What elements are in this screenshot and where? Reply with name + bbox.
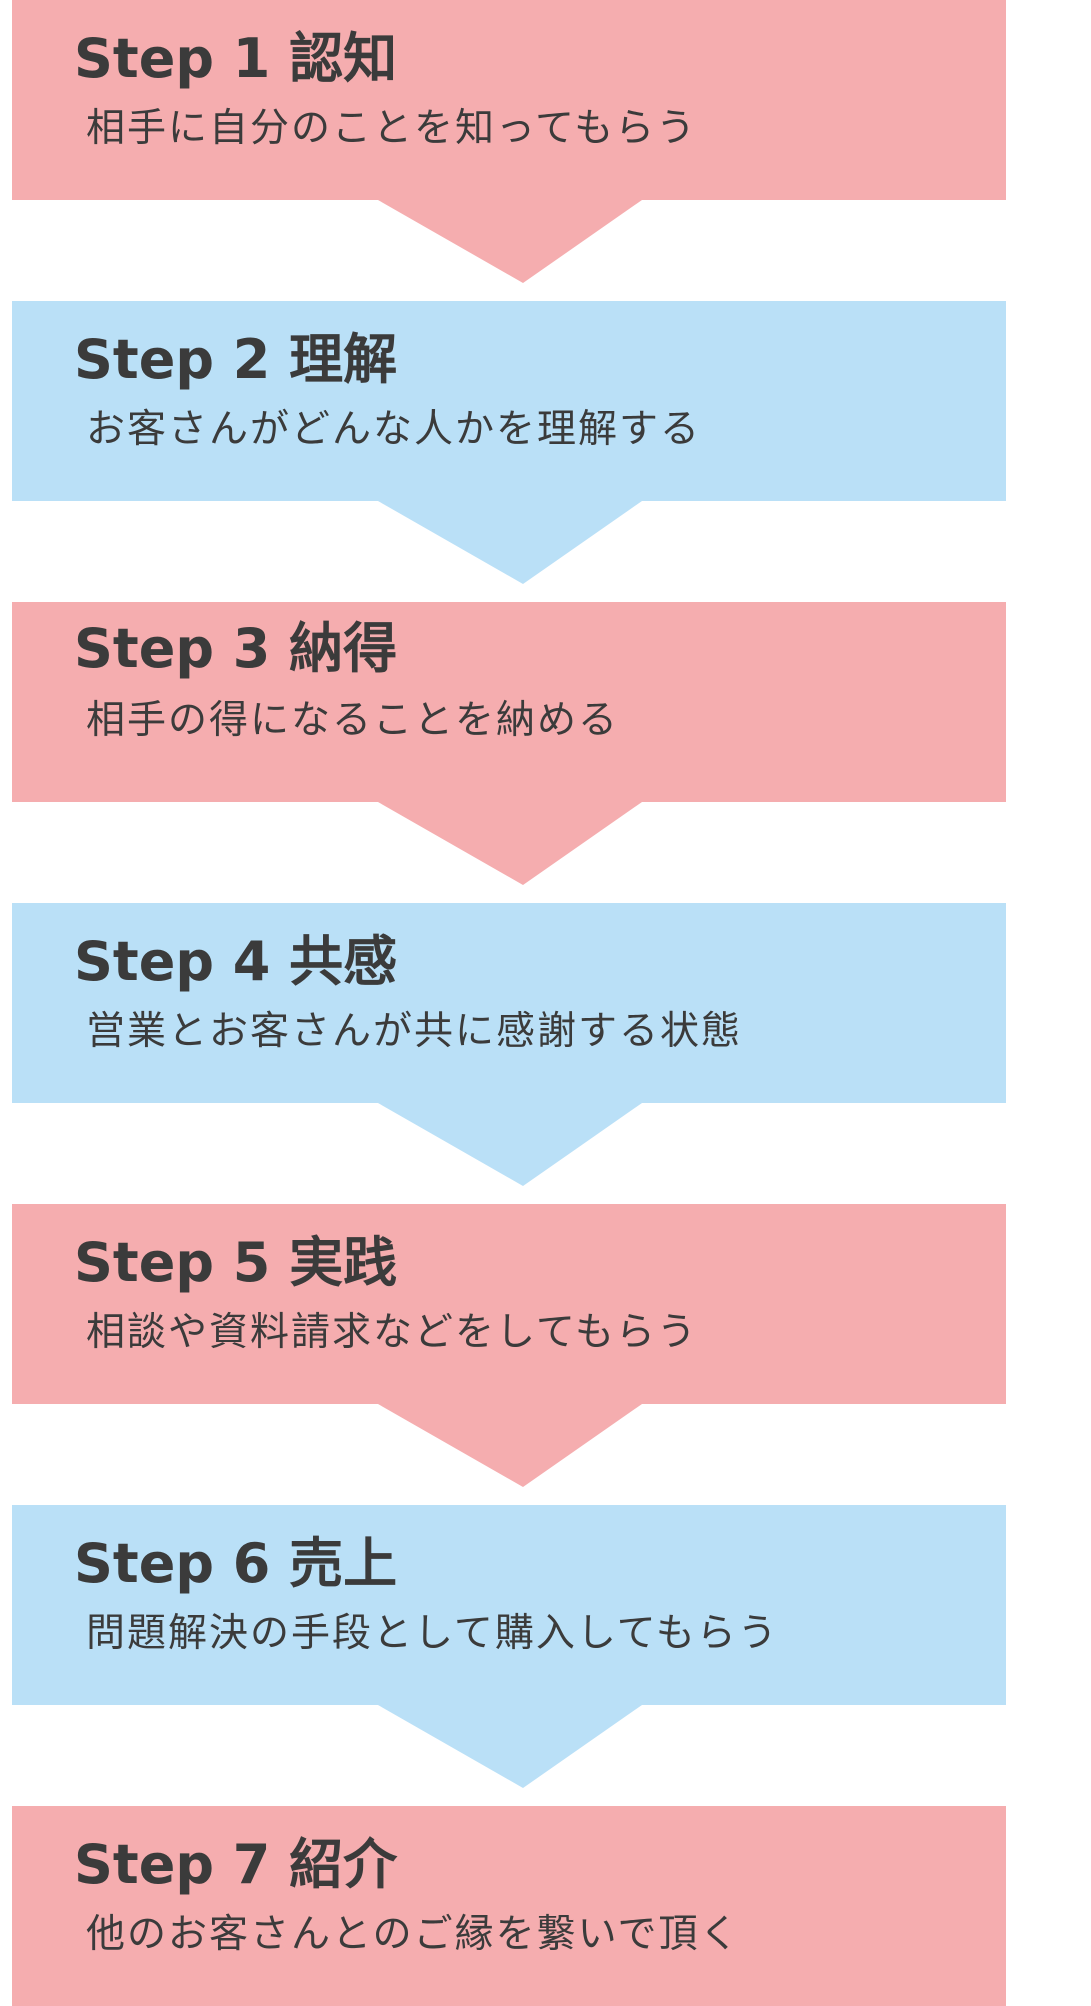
step-2-description: お客さんがどんな人かを理解する: [86, 407, 702, 452]
step-5: Step 5 実践 相談や資料請求などをしてもらう: [12, 1204, 1006, 1489]
step-2-arrow-box: [12, 301, 1006, 584]
step-5-title: Step 5 実践: [74, 1231, 398, 1294]
step-1-arrow-box: [12, 0, 1006, 283]
step-4-title: Step 4 共感: [74, 930, 398, 993]
step-7-title: Step 7 紹介: [74, 1833, 398, 1896]
step-6-arrow-box: [12, 1505, 1006, 1788]
step-2: Step 2 理解 お客さんがどんな人かを理解する: [12, 301, 1006, 586]
step-6: Step 6 売上 問題解決の手段として購入してもらう: [12, 1505, 1006, 1790]
step-7-description: 他のお客さんとのご縁を繋いで頂く: [86, 1912, 741, 1957]
step-7-box: [12, 1806, 1006, 2006]
step-6-description: 問題解決の手段として購入してもらう: [86, 1611, 779, 1656]
step-1-description: 相手に自分のことを知ってもらう: [86, 106, 698, 151]
step-5-arrow-box: [12, 1204, 1006, 1487]
step-4: Step 4 共感 営業とお客さんが共に感謝する状態: [12, 903, 1006, 1188]
step-4-arrow-box: [12, 903, 1006, 1186]
step-1-title: Step 1 認知: [74, 27, 398, 90]
step-2-title: Step 2 理解: [74, 328, 398, 391]
step-4-description: 営業とお客さんが共に感謝する状態: [86, 1009, 743, 1054]
step-7: Step 7 紹介 他のお客さんとのご縁を繋いで頂く: [12, 1806, 1006, 2006]
step-3: Step 3 納得 相手の得になることを納める: [12, 602, 1006, 887]
step-3-arrow-box: [12, 602, 1006, 885]
step-6-title: Step 6 売上: [74, 1532, 398, 1595]
step-3-description: 相手の得になることを納める: [86, 698, 620, 743]
step-3-title: Step 3 納得: [74, 617, 398, 680]
step-1: Step 1 認知 相手に自分のことを知ってもらう: [12, 0, 1006, 285]
step-5-description: 相談や資料請求などをしてもらう: [86, 1310, 698, 1355]
